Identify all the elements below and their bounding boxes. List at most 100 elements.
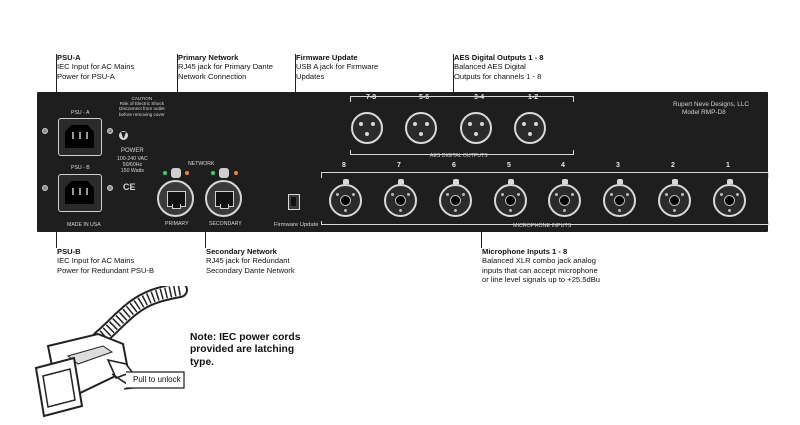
plug-face [34,356,84,418]
xlr-pin [736,193,739,196]
firmware-update-line-1: USB A jack for Firmware [296,62,379,72]
psu-a-line-1: IEC Input for AC Mains [57,62,135,72]
mic-input-combo-5[interactable] [494,179,527,217]
psu-b-screw-right [107,185,113,191]
xlr-pin [681,193,684,196]
trs-center [669,195,680,206]
xlr-pin [517,193,520,196]
aes-channel-label: 3-4 [474,94,485,101]
primary-network-line-1: RJ45 jack for Primary Dante [178,62,273,72]
aes-outputs-title: AES Digital Outputs 1 - 8 [454,53,544,62]
mic-channel-label: 7 [397,162,401,169]
rj45-tab [172,204,181,209]
aes-outputs-line-1: Balanced AES Digital [454,62,526,72]
psu-a-callout: PSU-A IEC Input for AC Mains Power for P… [57,53,134,81]
mic-bracket [321,172,769,178]
aes-channel-label: 1-2 [528,94,539,101]
xlr-pin [501,193,504,196]
mic-channel-label: 2 [671,162,675,169]
aes-output-xlr-3-4[interactable] [460,112,492,144]
combo-latch [562,179,568,184]
iec-pin [86,132,88,139]
brand-name: Rupert Neve Designs, LLC [673,101,750,108]
xlr-pin [522,122,526,126]
secondary-lock-tab [219,168,229,178]
aes-outputs-panel-label: AES DIGITAL OUTPUTS [430,153,488,159]
secondary-rj45-port[interactable] [205,180,242,217]
primary-link-led [163,171,167,175]
mic-channel-label: 8 [342,162,346,169]
power-spec-line: 50/60Hz [122,162,143,168]
xlr-pin [563,209,566,212]
mic-bracket-bottom [321,221,769,225]
primary-rj45-port[interactable] [157,180,194,217]
latching-iec-plug-illustration [34,286,188,418]
ce-mark: CE [123,182,136,192]
mic-inputs-line-1: Balanced XLR combo jack analog [482,256,596,266]
note-line-2: provided are latching [190,344,295,356]
combo-latch [508,179,514,184]
trs-center [614,195,625,206]
xlr-pin [462,193,465,196]
caution-line: CAUTION [131,96,153,101]
psu-b-screw-left [42,185,48,191]
xlr-pin [528,132,532,136]
firmware-port-label: Firmware Update [274,222,319,228]
xlr-pin [407,193,410,196]
pull-label-box [126,371,185,389]
iec-pin [72,132,74,139]
caution-label: CAUTION Risk of Electric Shock Disconnec… [119,96,165,117]
mic-input-combo-2[interactable] [658,179,691,217]
xlr-pin [352,193,355,196]
trs-center [505,195,516,206]
xlr-pin [344,209,347,212]
aes-bracket-bottom [350,150,574,155]
mic-input-combo-3[interactable] [603,179,636,217]
mic-channel-label: 3 [616,162,620,169]
aes-outputs-callout: AES Digital Outputs 1 - 8 Balanced AES D… [454,53,543,81]
primary-activity-led [185,171,189,175]
aes-outputs-line-2: Outputs for channels 1 - 8 [454,71,542,81]
xlr-pin [413,122,417,126]
secondary-network-line-1: RJ45 jack for Redundant [206,256,290,266]
iec-pin [79,132,81,139]
power-spec-line: 100-240 VAC [117,156,148,162]
mic-channel-label: 5 [507,162,511,169]
secondary-network-callout: Secondary Network RJ45 jack for Redundan… [206,247,295,275]
secondary-port-label: SECONDARY [209,221,242,227]
note-line-3: type. [190,356,215,368]
primary-network-title: Primary Network [178,53,239,62]
power-symbol-icon [119,131,128,140]
secondary-network-title: Secondary Network [206,247,277,256]
firmware-update-line-2: Updates [296,71,325,81]
mic-input-combo-1[interactable] [713,179,746,217]
xlr-pin [610,193,613,196]
trs-center [559,195,570,206]
mic-channel-label: 6 [452,162,456,169]
usb-a-port[interactable] [288,194,300,210]
psu-b-leader [56,232,57,248]
psu-b-line-2: Power for Redundant PSU-B [57,265,155,275]
psu-b-line-1: IEC Input for AC Mains [57,256,135,266]
mic-input-combo-8[interactable] [329,179,362,217]
trs-center [395,195,406,206]
psu-b-iec-socket[interactable] [58,174,102,212]
xlr-pin [425,122,429,126]
psu-a-iec-socket[interactable] [58,118,102,156]
xlr-pin [359,122,363,126]
mic-input-combo-6[interactable] [439,179,472,217]
primary-network-callout: Primary Network RJ45 jack for Primary Da… [178,53,273,81]
cord-ridges [96,286,181,343]
xlr-pin [673,209,676,212]
xlr-pin [571,193,574,196]
xlr-pin [728,209,731,212]
aes-output-xlr-1-2[interactable] [514,112,546,144]
psu-b-title: PSU-B [57,247,81,256]
aes-output-xlr-7-8[interactable] [351,112,383,144]
mic-input-combo-4[interactable] [548,179,581,217]
aes-output-xlr-5-6[interactable] [405,112,437,144]
secondary-network-line-2: Secondary Dante Network [206,265,295,275]
mic-inputs-line-2: inputs that can accept microphone [482,265,598,275]
xlr-pin [336,193,339,196]
mic-input-combo-7[interactable] [384,179,417,217]
